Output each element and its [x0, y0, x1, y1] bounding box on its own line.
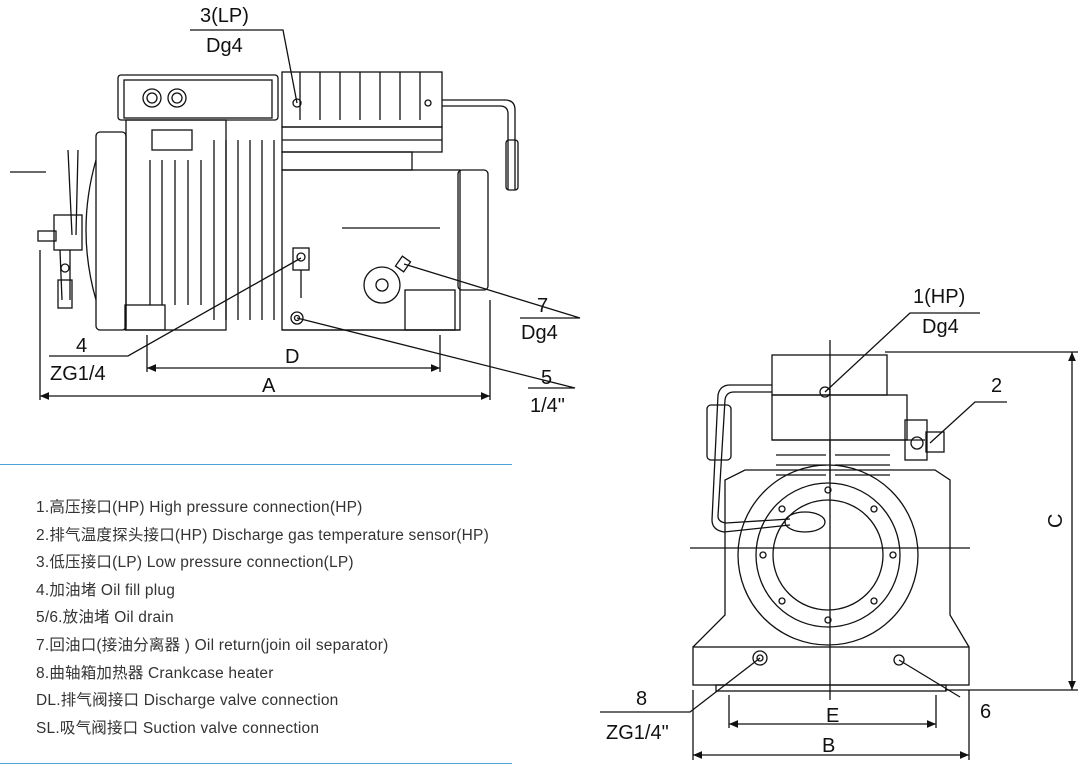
leaders-side — [49, 29, 581, 389]
separator-bottom — [0, 763, 512, 764]
legend-item: 4.加油堵 Oil fill plug — [36, 581, 176, 599]
motor-fins — [149, 140, 275, 320]
dim-C: C — [1045, 514, 1067, 528]
callout-7-size: Dg4 — [521, 322, 558, 344]
callout-1-size: Dg4 — [922, 316, 959, 338]
callout-8-size: ZG1/4" — [606, 722, 669, 744]
callout-3-number: 3(LP) — [200, 5, 249, 27]
callout-4-number: 4 — [76, 335, 87, 357]
callout-6-number: 6 — [980, 701, 991, 723]
legend-item: 5/6.放油堵 Oil drain — [36, 609, 174, 627]
legend-item: 2.排气温度探头接口(HP) Discharge gas temperature… — [36, 526, 489, 544]
callout-3-size: Dg4 — [206, 35, 243, 57]
dim-E: E — [826, 705, 839, 727]
bolt-circle — [759, 486, 897, 624]
dimension-lines-front — [692, 351, 1078, 760]
legend-item: SL.吸气阀接口 Suction valve connection — [36, 719, 320, 737]
legend-list: 1.高压接口(HP) High pressure connection(HP) … — [36, 494, 489, 742]
separator-top — [0, 464, 512, 465]
legend-item: 7.回油口(接油分离器 ) Oil return(join oil separa… — [36, 636, 389, 654]
leaders-front — [600, 312, 1007, 713]
callout-8-number: 8 — [636, 688, 647, 710]
front-view — [690, 340, 970, 700]
legend-item: 1.高压接口(HP) High pressure connection(HP) — [36, 499, 363, 516]
callout-2-number: 2 — [991, 375, 1002, 397]
legend-item: DL.排气阀接口 Discharge valve connection — [36, 692, 339, 710]
callout-4-size: ZG1/4 — [50, 363, 106, 385]
legend-item: 3.低压接口(LP) Low pressure connection(LP) — [36, 554, 354, 572]
dim-B: B — [822, 735, 835, 757]
legend-item: 8.曲轴箱加热器 Crankcase heater — [36, 664, 274, 682]
callout-5-number: 5 — [541, 367, 552, 389]
callout-1-number: 1(HP) — [913, 286, 965, 308]
callout-7-number: 7 — [537, 295, 548, 317]
callout-5-size: 1/4" — [530, 395, 565, 417]
side-view — [10, 71, 519, 331]
dim-D: D — [285, 346, 299, 368]
dim-A: A — [262, 375, 276, 397]
